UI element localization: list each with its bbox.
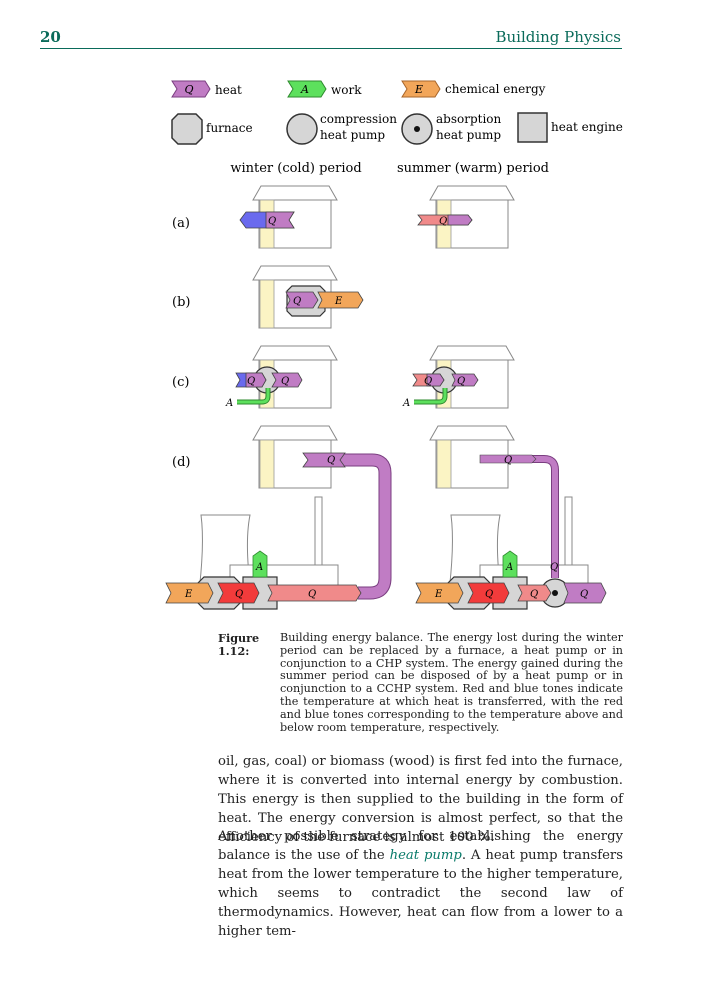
svg-text:Q: Q (327, 455, 335, 466)
p2-text-post: . A heat pump transfers heat from the lo… (218, 848, 623, 939)
svg-text:Q: Q (293, 296, 301, 307)
svg-text:Q: Q (308, 589, 316, 600)
heat-symbol: Q (184, 83, 193, 96)
work-label: work (331, 83, 362, 97)
chemical-arrow-icon (401, 80, 441, 98)
furnace-label: furnace (206, 121, 253, 135)
work-arrow-icon (287, 80, 327, 98)
heat-arrow-icon (171, 80, 211, 98)
compression-label-2: heat pump (320, 128, 385, 142)
svg-text:Q: Q (439, 216, 447, 227)
legend-compression: compression heat pump (286, 112, 397, 145)
body-paragraph-1: oil, gas, coal) or biomass (wood) is fir… (218, 754, 623, 845)
work-symbol: A (300, 83, 309, 96)
absorption-label-1: absorption (436, 112, 502, 126)
p2-text-pre: Another possible strategy for establishi… (218, 829, 623, 863)
heat-label: heat (215, 83, 242, 97)
body-paragraph-2: Another possible strategy for establishi… (218, 827, 623, 941)
figure-energy-balance: Q heat A work E chemical energy furnace … (165, 80, 623, 610)
svg-text:E: E (434, 589, 443, 600)
page-number: 20 (40, 28, 61, 46)
heat-pump-link[interactable]: heat pump (389, 848, 462, 863)
row-d-winter: Q A E Q Q (165, 425, 392, 610)
row-c-summer: Q Q A (402, 345, 515, 409)
row-b-winter: Q E (252, 265, 364, 329)
compression-label-1: compression (320, 112, 397, 126)
svg-text:E: E (334, 296, 343, 307)
svg-text:A: A (225, 398, 233, 409)
svg-text:Q: Q (504, 455, 512, 466)
row-label-a: (a) (172, 216, 190, 231)
legend-absorption: absorption heat pump (401, 112, 502, 145)
caption-text: Building energy balance. The energy lost… (280, 631, 623, 734)
caption-label: Figure 1.12: (218, 631, 260, 658)
winter-column-header: winter (cold) period (230, 161, 361, 176)
svg-text:Q: Q (424, 376, 432, 387)
engine-label: heat engine (551, 120, 623, 134)
furnace-icon (171, 113, 203, 145)
svg-text:Q: Q (530, 589, 538, 600)
svg-text:Q: Q (247, 376, 255, 387)
legend-chemical: E chemical energy (401, 80, 546, 98)
svg-text:Q: Q (580, 589, 588, 600)
header-rule (40, 48, 622, 49)
svg-text:Q: Q (550, 562, 558, 573)
compression-pump-icon (286, 113, 318, 145)
svg-text:Q: Q (268, 216, 276, 227)
legend-heat: Q heat (171, 80, 242, 98)
row-label-d: (d) (172, 455, 190, 470)
row-d-summer: Q Q A E Q Q Q (415, 425, 607, 610)
svg-text:A: A (505, 562, 513, 573)
legend-furnace: furnace (171, 113, 253, 145)
row-c-winter: Q Q A (225, 345, 338, 409)
svg-text:E: E (184, 589, 193, 600)
svg-text:A: A (255, 562, 263, 573)
heat-engine-icon (517, 112, 548, 143)
figure-caption: Figure 1.12: Building energy balance. Th… (218, 631, 623, 734)
chemical-symbol: E (414, 83, 423, 96)
absorption-label-2: heat pump (436, 128, 501, 142)
row-label-c: (c) (172, 375, 189, 390)
svg-text:Q: Q (485, 589, 493, 600)
running-title: Building Physics (495, 28, 621, 46)
svg-text:Q: Q (281, 376, 289, 387)
chemical-label: chemical energy (445, 82, 546, 96)
svg-text:Q: Q (235, 589, 243, 600)
row-a-summer: Q (417, 185, 515, 249)
row-a-winter: Q (239, 185, 338, 249)
legend-engine: heat engine (517, 112, 623, 143)
summer-column-header: summer (warm) period (397, 161, 549, 176)
row-label-b: (b) (172, 295, 190, 310)
svg-text:Q: Q (457, 376, 465, 387)
svg-text:A: A (402, 398, 410, 409)
legend-work: A work (287, 80, 362, 98)
